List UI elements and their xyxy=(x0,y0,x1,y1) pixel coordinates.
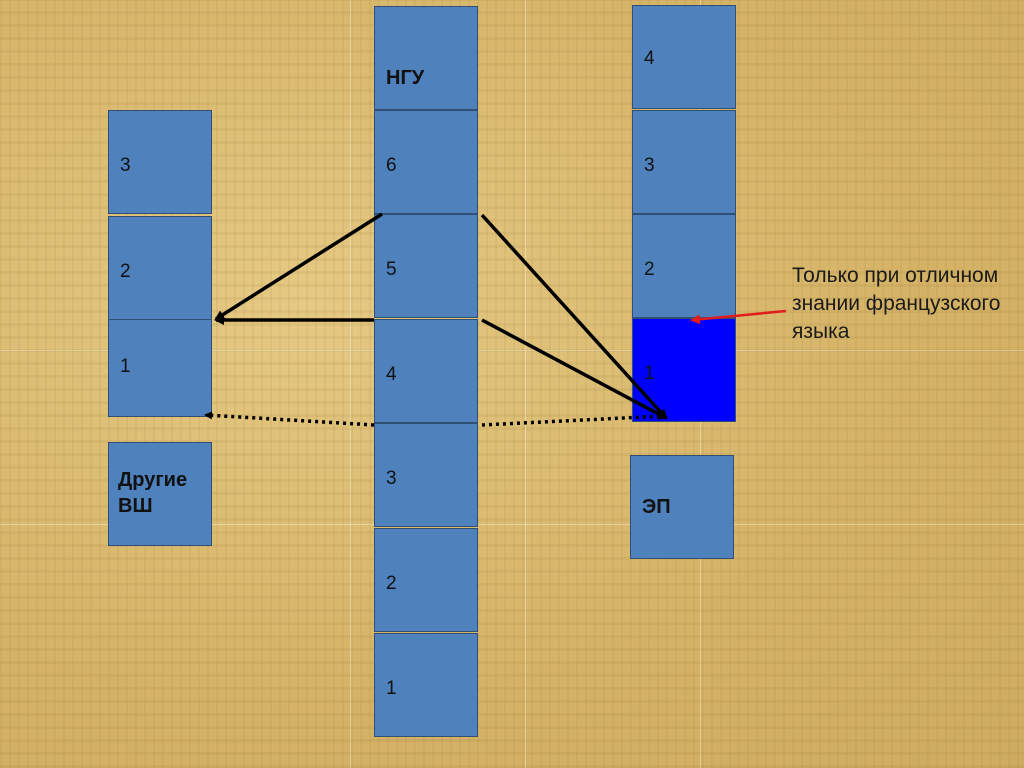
grid-line xyxy=(525,0,526,768)
right-level-4: 4 xyxy=(632,5,736,109)
center-level-4: 4 xyxy=(374,319,478,423)
level-label: 2 xyxy=(120,261,131,282)
caption-ngu: НГУ xyxy=(386,67,425,89)
level-label: 3 xyxy=(120,155,131,176)
arrow-5-to-right-1 xyxy=(480,213,668,420)
right-level-3: 3 xyxy=(632,110,736,214)
level-label: 1 xyxy=(644,363,655,384)
center-level-5: 5 xyxy=(374,214,478,318)
grid-line xyxy=(350,0,351,768)
arrow-5-to-left-1 xyxy=(214,212,383,321)
center-level-6: 6 xyxy=(374,110,478,214)
level-label: 2 xyxy=(386,573,397,594)
left-level-1: 1 xyxy=(108,319,212,417)
level-label: 6 xyxy=(386,155,397,176)
level-label: 4 xyxy=(644,48,655,69)
note-arrow xyxy=(690,309,787,325)
level-label: 1 xyxy=(120,356,131,377)
grid-line xyxy=(0,524,1024,525)
right-level-2: 2 xyxy=(632,214,736,318)
level-label: 3 xyxy=(644,155,655,176)
french-requirement-note: Только при отличном знании французского … xyxy=(792,264,1001,343)
center-level-3: 3 xyxy=(374,423,478,527)
left-caption-box: Другие ВШ xyxy=(108,442,212,546)
level-label: 5 xyxy=(386,259,397,280)
grid-line xyxy=(0,350,1024,351)
level-label: 1 xyxy=(386,678,397,699)
right-level-1-highlighted: 1 xyxy=(632,318,736,422)
level-label: 2 xyxy=(644,259,655,280)
center-level-1: 1 xyxy=(374,633,478,737)
right-caption-box: ЭП xyxy=(630,455,734,559)
caption-other-universities: Другие ВШ xyxy=(118,469,188,517)
dotted-arrow-to-left-1 xyxy=(204,411,375,427)
arrow-4-to-right-1 xyxy=(481,318,668,420)
caption-ep: ЭП xyxy=(642,496,671,518)
dotted-arrow-to-right-1 xyxy=(481,412,666,427)
left-level-3: 3 xyxy=(108,110,212,214)
level-label: 3 xyxy=(386,468,397,489)
level-label: 4 xyxy=(386,364,397,385)
center-title-box: НГУ xyxy=(374,6,478,110)
center-level-2: 2 xyxy=(374,528,478,632)
